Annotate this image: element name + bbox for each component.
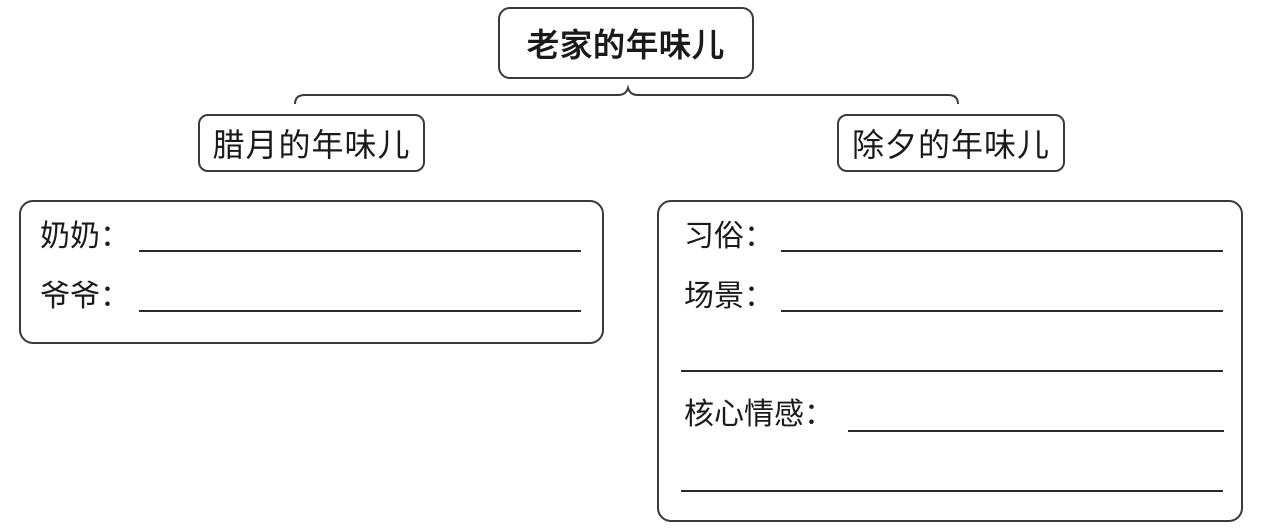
field-scene-label: 场景 (684, 279, 744, 314)
field-core-emotion: 核心情感： (684, 398, 834, 432)
right-branch-node: 除夕的年味儿 (837, 114, 1065, 172)
field-core-emotion-colon: ： (804, 397, 834, 432)
grandma-answer-line[interactable] (139, 250, 581, 252)
core-emotion-answer-line[interactable] (848, 430, 1224, 432)
field-scene-colon: ： (744, 279, 774, 314)
field-grandma-colon: ： (100, 219, 130, 254)
field-customs-colon: ： (744, 219, 774, 254)
right-panel: 习俗： 场景： 核心情感： (657, 200, 1243, 522)
field-grandpa-colon: ： (100, 279, 130, 314)
field-grandma-label: 奶奶 (40, 219, 100, 254)
scene-answer-line-2[interactable] (681, 370, 1223, 372)
left-branch-node: 腊月的年味儿 (198, 114, 425, 172)
left-panel: 奶奶： 爷爷： (19, 200, 604, 344)
field-grandpa-label: 爷爷 (40, 279, 100, 314)
root-node-label: 老家的年味儿 (526, 26, 725, 64)
customs-answer-line[interactable] (781, 250, 1223, 252)
core-emotion-answer-line-2[interactable] (681, 490, 1223, 492)
scene-answer-line[interactable] (781, 310, 1223, 312)
field-grandpa: 爷爷： (40, 280, 130, 314)
right-branch-label: 除夕的年味儿 (851, 126, 1050, 164)
left-branch-label: 腊月的年味儿 (212, 126, 411, 164)
field-core-emotion-label: 核心情感 (684, 397, 804, 432)
grandpa-answer-line[interactable] (139, 310, 581, 312)
field-scene: 场景： (684, 280, 774, 314)
field-customs-label: 习俗 (684, 219, 744, 254)
field-customs: 习俗： (684, 220, 774, 254)
root-node: 老家的年味儿 (498, 7, 754, 79)
field-grandma: 奶奶： (40, 220, 130, 254)
